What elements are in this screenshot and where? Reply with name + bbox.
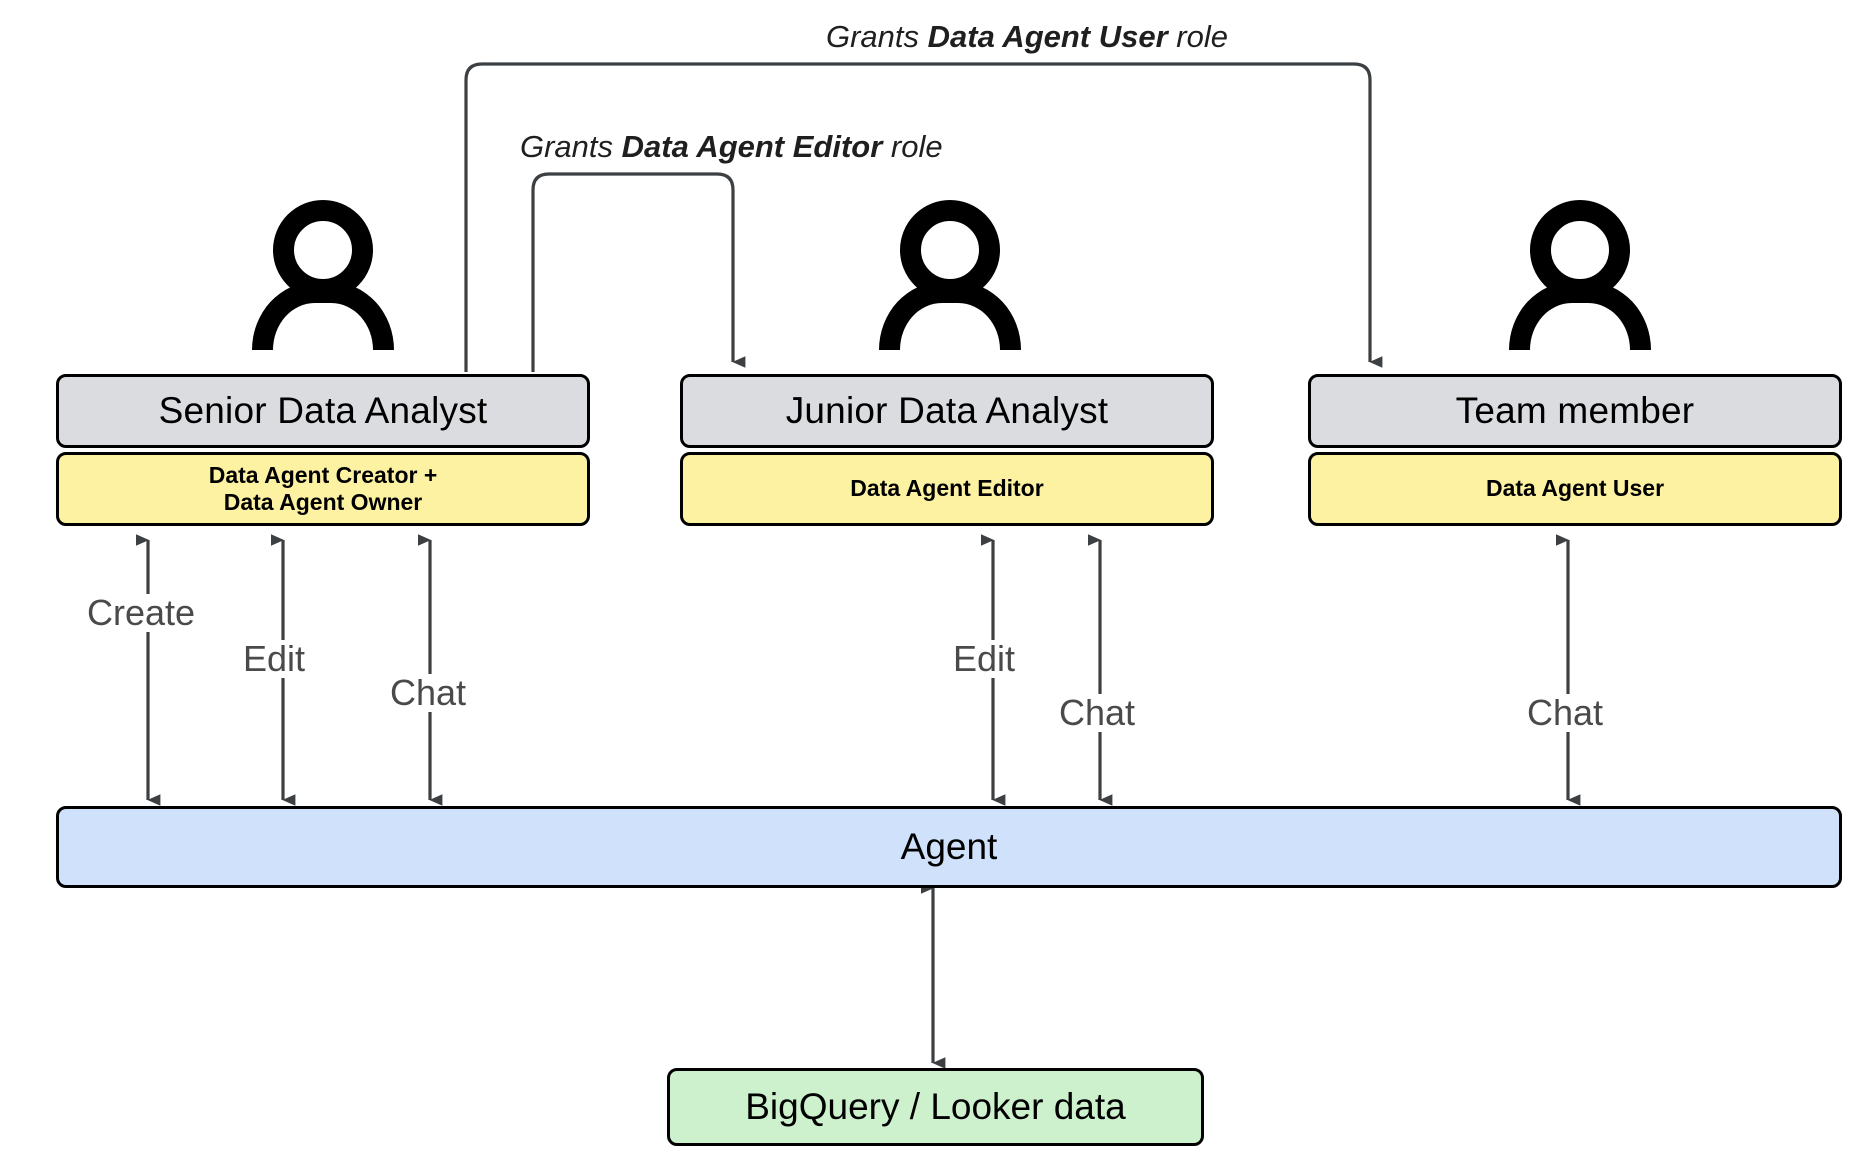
edge-label-edit-junior: Edit (948, 640, 1021, 678)
person-body-icon (879, 282, 1021, 350)
person-body-icon (1509, 282, 1651, 350)
permission-line-1: Data Agent User (1485, 475, 1665, 502)
grant-editor-suffix: role (882, 129, 943, 164)
edge-label-chat-junior: Chat (1054, 694, 1141, 732)
grant-editor-role: Data Agent Editor (621, 129, 883, 164)
grant-label-user: Grants Data Agent User role (826, 19, 1228, 54)
edge-label-chat-team: Chat (1522, 694, 1609, 732)
persona-title-senior-data-analyst[interactable]: Senior Data Analyst (56, 374, 590, 448)
datastore-label: BigQuery / Looker data (745, 1086, 1126, 1127)
grant-label-editor: Grants Data Agent Editor role (520, 129, 943, 164)
permission-line-2: Data Agent Owner (223, 489, 423, 515)
edge-label-chat-senior: Chat (385, 674, 472, 712)
connector-grant-editor (531, 172, 746, 372)
datastore-box[interactable]: BigQuery / Looker data (667, 1068, 1204, 1146)
persona-permission-junior-data-analyst[interactable]: Data Agent Editor (680, 452, 1214, 526)
grant-user-prefix: Grants (826, 19, 928, 54)
persona-title-team-member[interactable]: Team member (1308, 374, 1842, 448)
persona-title-junior-data-analyst[interactable]: Junior Data Analyst (680, 374, 1214, 448)
persona-permission-senior-data-analyst[interactable]: Data Agent Creator + Data Agent Owner (56, 452, 590, 526)
grant-user-role: Data Agent User (927, 19, 1168, 54)
edge-label-create: Create (82, 594, 201, 632)
edge-label-edit-senior: Edit (238, 640, 311, 678)
person-icon-senior-data-analyst (243, 200, 403, 350)
persona-title-label: Team member (1455, 390, 1695, 431)
persona-title-label: Senior Data Analyst (158, 390, 488, 431)
persona-title-label: Junior Data Analyst (785, 390, 1109, 431)
agent-bar[interactable]: Agent (56, 806, 1842, 888)
permission-line-1: Data Agent Editor (850, 475, 1044, 502)
grant-editor-prefix: Grants (520, 129, 622, 164)
person-body-icon (252, 282, 394, 350)
permission-line-1: Data Agent Creator + (208, 461, 438, 488)
grant-user-suffix: role (1167, 19, 1228, 54)
agent-label: Agent (900, 826, 998, 867)
persona-permission-team-member[interactable]: Data Agent User (1308, 452, 1842, 526)
person-icon-junior-data-analyst (870, 200, 1030, 350)
person-icon-team-member (1500, 200, 1660, 350)
